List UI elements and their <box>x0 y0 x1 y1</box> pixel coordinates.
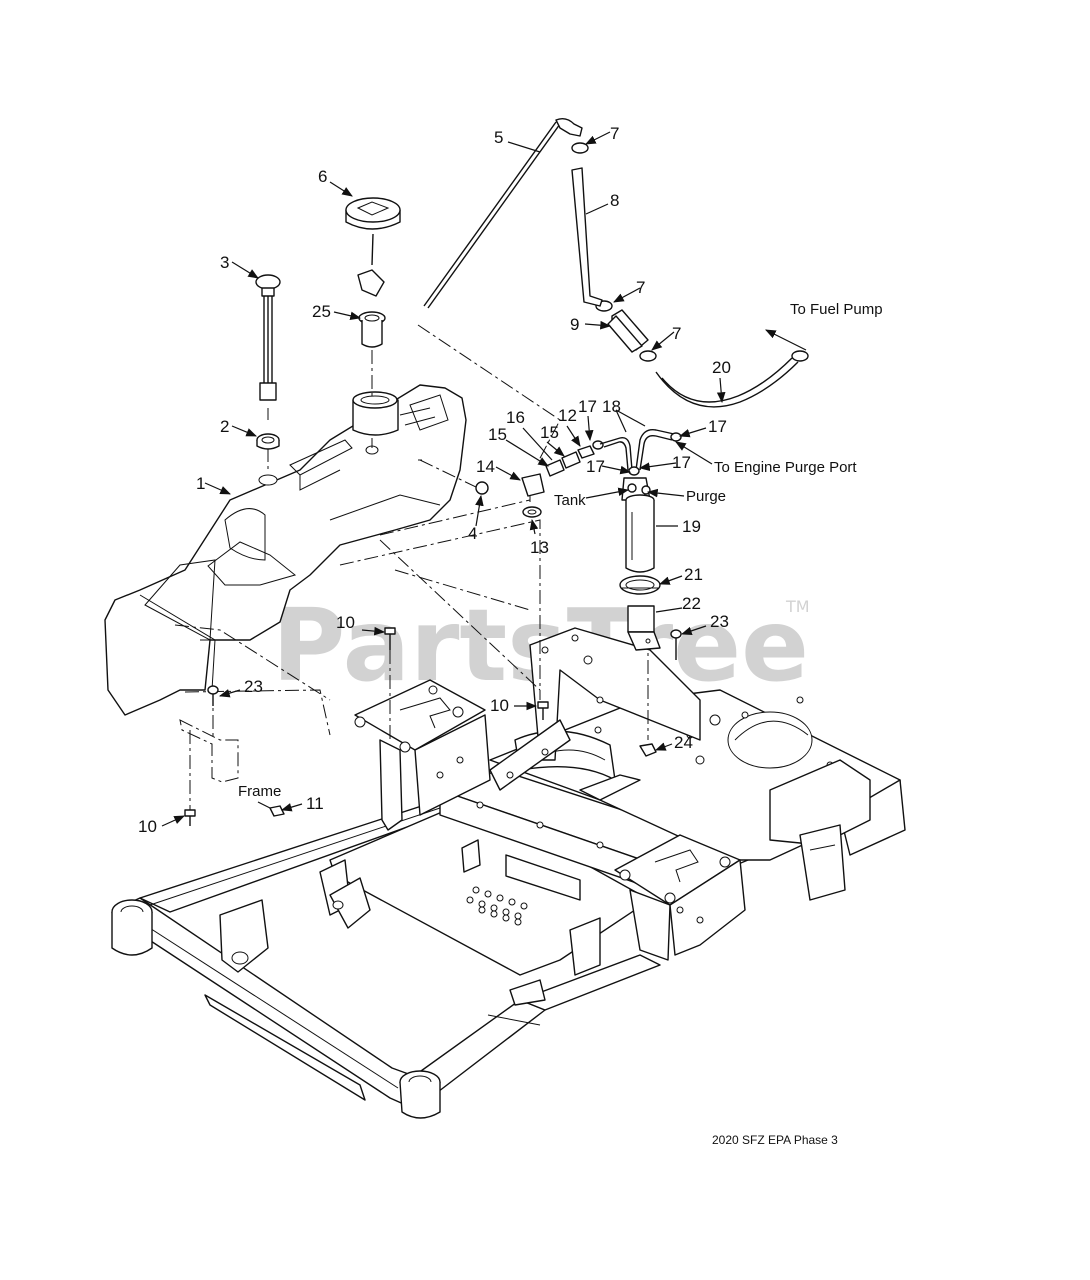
diagram-caption: 2020 SFZ EPA Phase 3 <box>712 1133 838 1147</box>
callout-15-left: 15 <box>488 425 507 444</box>
filler-bushing-25 <box>358 311 386 348</box>
hose-8 <box>571 167 603 307</box>
callout-numbers: 1 2 3 4 5 6 7 7 7 8 9 10 10 10 11 12 13 … <box>138 124 731 836</box>
callout-10-lower: 10 <box>138 817 157 836</box>
fuel-cap-6 <box>345 197 401 297</box>
hose-clamps-7 <box>571 142 657 362</box>
callout-21: 21 <box>684 565 703 584</box>
floor-hole-grid <box>466 886 528 926</box>
callout-23-left: 23 <box>244 677 263 696</box>
callout-17-left: 17 <box>586 457 605 476</box>
callout-7-lower: 7 <box>672 324 681 343</box>
callout-24: 24 <box>674 733 693 752</box>
callout-1: 1 <box>196 474 205 493</box>
callout-11: 11 <box>306 794 324 813</box>
text-labels: To Fuel Pump To Engine Purge Port Tank P… <box>238 301 883 800</box>
callout-20: 20 <box>712 358 731 377</box>
grommet-2 <box>256 433 280 450</box>
label-tank: Tank <box>554 492 586 509</box>
watermark-trademark: TM <box>785 597 810 616</box>
callout-16: 16 <box>506 408 525 427</box>
callout-12: 12 <box>558 406 577 425</box>
callout-10-upper: 10 <box>336 613 355 632</box>
callout-7-middle: 7 <box>636 278 645 297</box>
fitting-4 <box>475 481 489 495</box>
callout-2: 2 <box>220 417 229 436</box>
hose-20 <box>655 350 809 408</box>
canister-bracket-22 <box>627 605 661 651</box>
nut-24 <box>639 743 657 757</box>
callout-9: 9 <box>570 315 579 334</box>
label-purge: Purge <box>686 488 726 505</box>
label-to-engine-purge-port: To Engine Purge Port <box>714 459 857 476</box>
label-to-fuel-pump: To Fuel Pump <box>790 301 883 318</box>
screws-23 <box>207 629 682 706</box>
frame-assembly <box>111 627 906 1119</box>
fuel-sender-3 <box>255 274 281 401</box>
canister-clamp-21 <box>619 575 661 595</box>
callout-4: 4 <box>468 524 477 543</box>
washer-13 <box>522 506 542 518</box>
vent-tube-5 <box>423 117 583 309</box>
callout-3: 3 <box>220 253 229 272</box>
callout-8: 8 <box>610 191 619 210</box>
callout-15-right: 15 <box>540 423 559 442</box>
callout-23-right: 23 <box>710 612 729 631</box>
rollover-valve-14 <box>521 473 545 502</box>
callout-10-middle: 10 <box>490 696 509 715</box>
callout-5: 5 <box>494 128 503 147</box>
callout-14: 14 <box>476 457 495 476</box>
callout-6: 6 <box>318 167 327 186</box>
bolts-10 <box>184 627 549 826</box>
fuel-filter-9 <box>607 309 649 353</box>
callout-7-top: 7 <box>610 124 619 143</box>
label-frame: Frame <box>238 783 281 800</box>
callout-13: 13 <box>530 538 549 557</box>
callout-leaders <box>161 131 807 827</box>
callout-18: 18 <box>602 397 621 416</box>
callout-22: 22 <box>682 594 701 613</box>
callout-19: 19 <box>682 517 701 536</box>
callout-17-lower-right: 17 <box>672 453 691 472</box>
callout-17-upper: 17 <box>578 397 597 416</box>
callout-17-right: 17 <box>708 417 727 436</box>
callout-25: 25 <box>312 302 331 321</box>
vent-fittings <box>545 440 604 477</box>
nut-11 <box>269 805 285 817</box>
frame-tab <box>179 719 239 783</box>
fuel-tank <box>104 384 467 716</box>
